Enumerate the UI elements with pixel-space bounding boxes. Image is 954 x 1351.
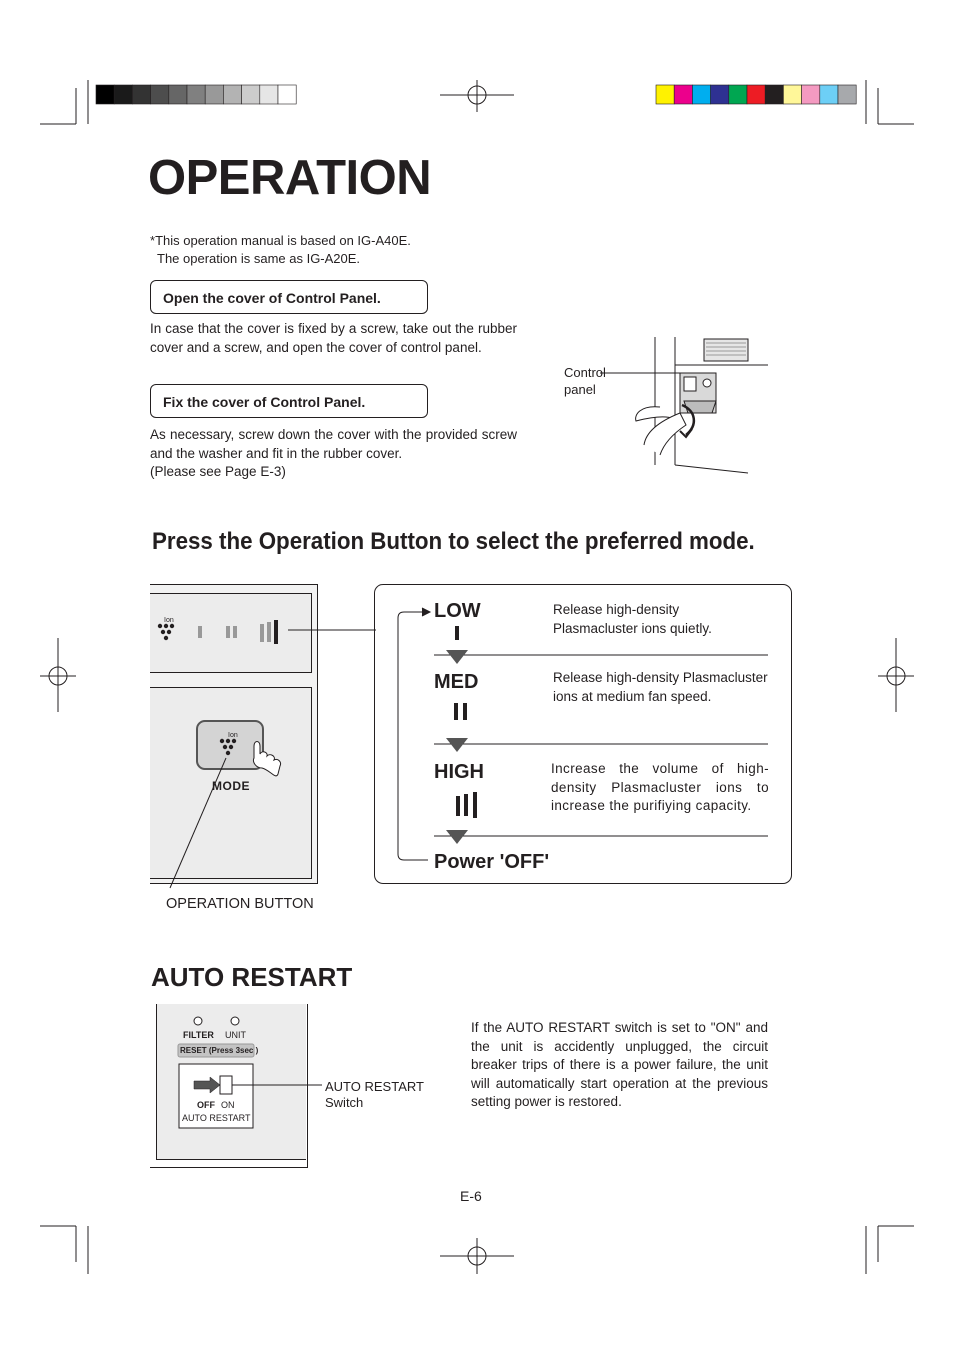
gray-swatch (132, 84, 151, 105)
color-swatch (783, 84, 802, 105)
auto-restart-text: If the AUTO RESTART switch is set to "ON… (471, 1020, 768, 1109)
color-swatch (801, 84, 821, 105)
switch-arrow-icon (193, 1076, 221, 1094)
color-swatch (819, 84, 839, 105)
color-swatch (692, 84, 711, 105)
mode-section-heading: Press the Operation Button to select the… (152, 528, 755, 555)
fix-cover-ref: (Please see Page E-3) (150, 464, 286, 479)
gray-swatch (113, 84, 133, 105)
operation-button-label: OPERATION BUTTON (166, 896, 314, 912)
gray-swatch (241, 84, 261, 105)
gray-swatch (95, 84, 115, 105)
color-swatch (764, 84, 784, 105)
indicator-window (150, 593, 312, 673)
color-swatch (655, 84, 675, 105)
ion-label-top: Ion (164, 617, 174, 624)
filter-led (193, 1016, 203, 1026)
color-swatch (673, 84, 693, 105)
mode-high-name: HIGH (434, 761, 484, 783)
color-swatch (746, 84, 766, 105)
manual-note: *This operation manual is based on IG-A4… (150, 232, 411, 268)
switch-name-label: AUTO RESTART (182, 1113, 251, 1123)
color-swatch (837, 84, 857, 105)
gray-swatch (186, 84, 206, 105)
low-level-icon (455, 626, 459, 640)
fix-cover-text: As necessary, screw down the cover with … (150, 427, 517, 461)
mode-power-off: Power 'OFF' (434, 851, 550, 873)
switch-label-line-2: Switch (325, 1095, 364, 1110)
auto-restart-heading: AUTO RESTART (151, 962, 353, 992)
switch-off-label: OFF (197, 1100, 215, 1110)
switch-on-label: ON (221, 1100, 235, 1110)
auto-restart-switch[interactable] (190, 1074, 234, 1096)
led-low (198, 626, 202, 638)
auto-restart-switch-label: AUTO RESTART Switch (325, 1079, 424, 1111)
mode-med-desc: Release high-density Plasmacluster ions … (553, 670, 768, 704)
open-cover-heading: Open the cover of Control Panel. (150, 280, 428, 314)
open-cover-text: In case that the cover is fixed by a scr… (150, 321, 517, 355)
ion-icon (219, 738, 237, 756)
control-panel-label: Control panel (564, 364, 606, 398)
high-level-icon (456, 796, 460, 816)
gray-swatch (150, 84, 170, 105)
mode-low-name: LOW (434, 600, 481, 622)
color-swatch (710, 84, 730, 105)
filter-label: FILTER (183, 1030, 214, 1040)
control-panel-label-line-1: Control (564, 365, 606, 380)
mode-low-desc: Release high-density Plasmacluster ions … (553, 602, 712, 636)
mode-cycle-box (374, 584, 792, 884)
gray-swatch (259, 84, 279, 105)
hand-pointer-icon (253, 741, 281, 777)
color-swatch (728, 84, 748, 105)
mode-button[interactable] (196, 720, 264, 770)
switch-label-line-1: AUTO RESTART (325, 1079, 424, 1094)
mode-high-desc: Increase the volume of high-density Plas… (551, 761, 769, 813)
gray-swatch (168, 84, 188, 105)
auto-restart-panel-art (177, 1016, 322, 1129)
led-med (226, 626, 230, 638)
button-window (150, 687, 312, 879)
med-level-icon (454, 703, 458, 720)
led-high (260, 624, 264, 642)
note-line-2: The operation is same as IG-A20E. (157, 251, 361, 266)
control-panel-illustration (600, 337, 768, 474)
mode-button-art (169, 738, 281, 889)
note-line-1: This operation manual is based on IG-A40… (155, 233, 411, 248)
gray-swatch (204, 84, 224, 105)
mode-med-name: MED (434, 671, 479, 693)
note-marker: * (150, 233, 156, 248)
fix-cover-heading: Fix the cover of Control Panel. (150, 384, 428, 418)
mode-cycle-diagram (397, 607, 768, 861)
indicator-leds (157, 620, 376, 644)
ion-icon (157, 623, 175, 641)
unit-led (230, 1016, 240, 1026)
page-number: E-6 (460, 1188, 482, 1204)
page-title: OPERATION (148, 151, 432, 205)
gray-swatch (277, 84, 297, 105)
control-panel-label-line-2: panel (564, 382, 596, 397)
ion-label-button: Ion (228, 732, 238, 739)
reset-label: RESET (Press 3sec ) (180, 1046, 259, 1055)
mode-button-label: MODE (212, 779, 250, 793)
unit-label: UNIT (225, 1030, 246, 1040)
gray-swatch (223, 84, 242, 105)
